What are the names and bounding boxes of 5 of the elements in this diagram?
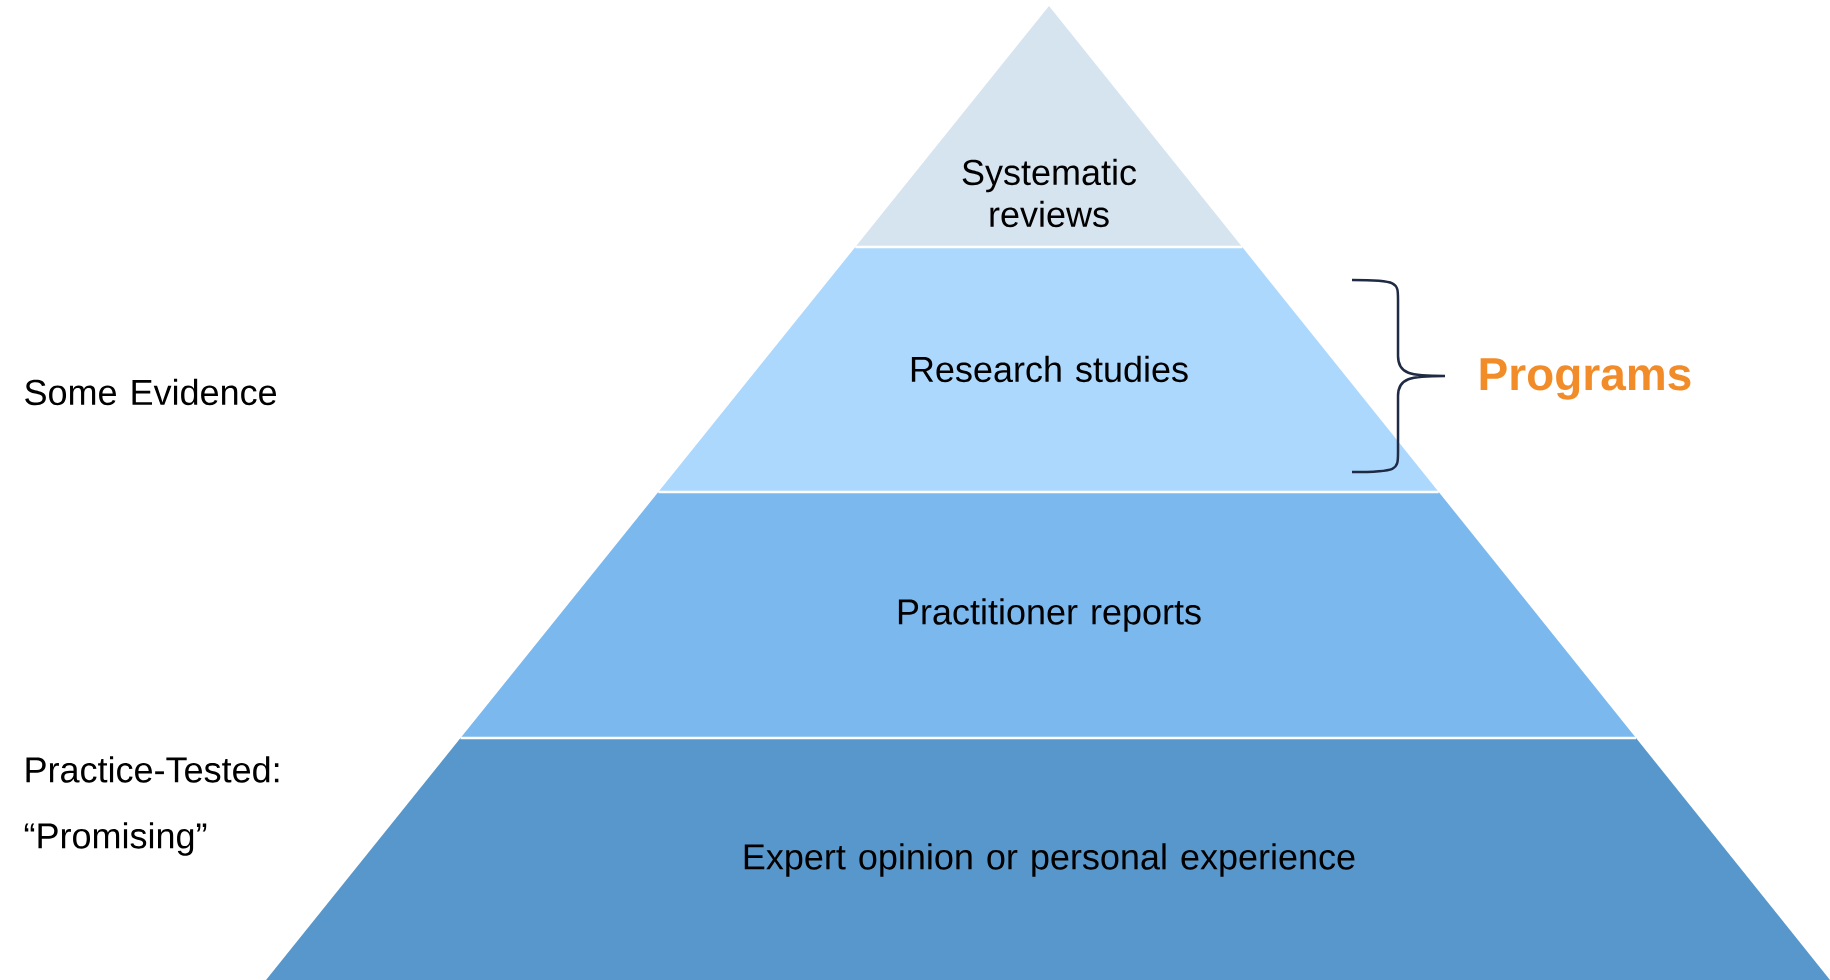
pyramid-layer: Systematic reviews — [855, 6, 1243, 247]
left-label: Some Evidence — [25, 378, 276, 406]
pyramid-layer: Practitioner reports — [460, 492, 1636, 738]
pyramid-layer: Research studies — [658, 247, 1439, 492]
programs-label: Programs — [1480, 358, 1691, 400]
